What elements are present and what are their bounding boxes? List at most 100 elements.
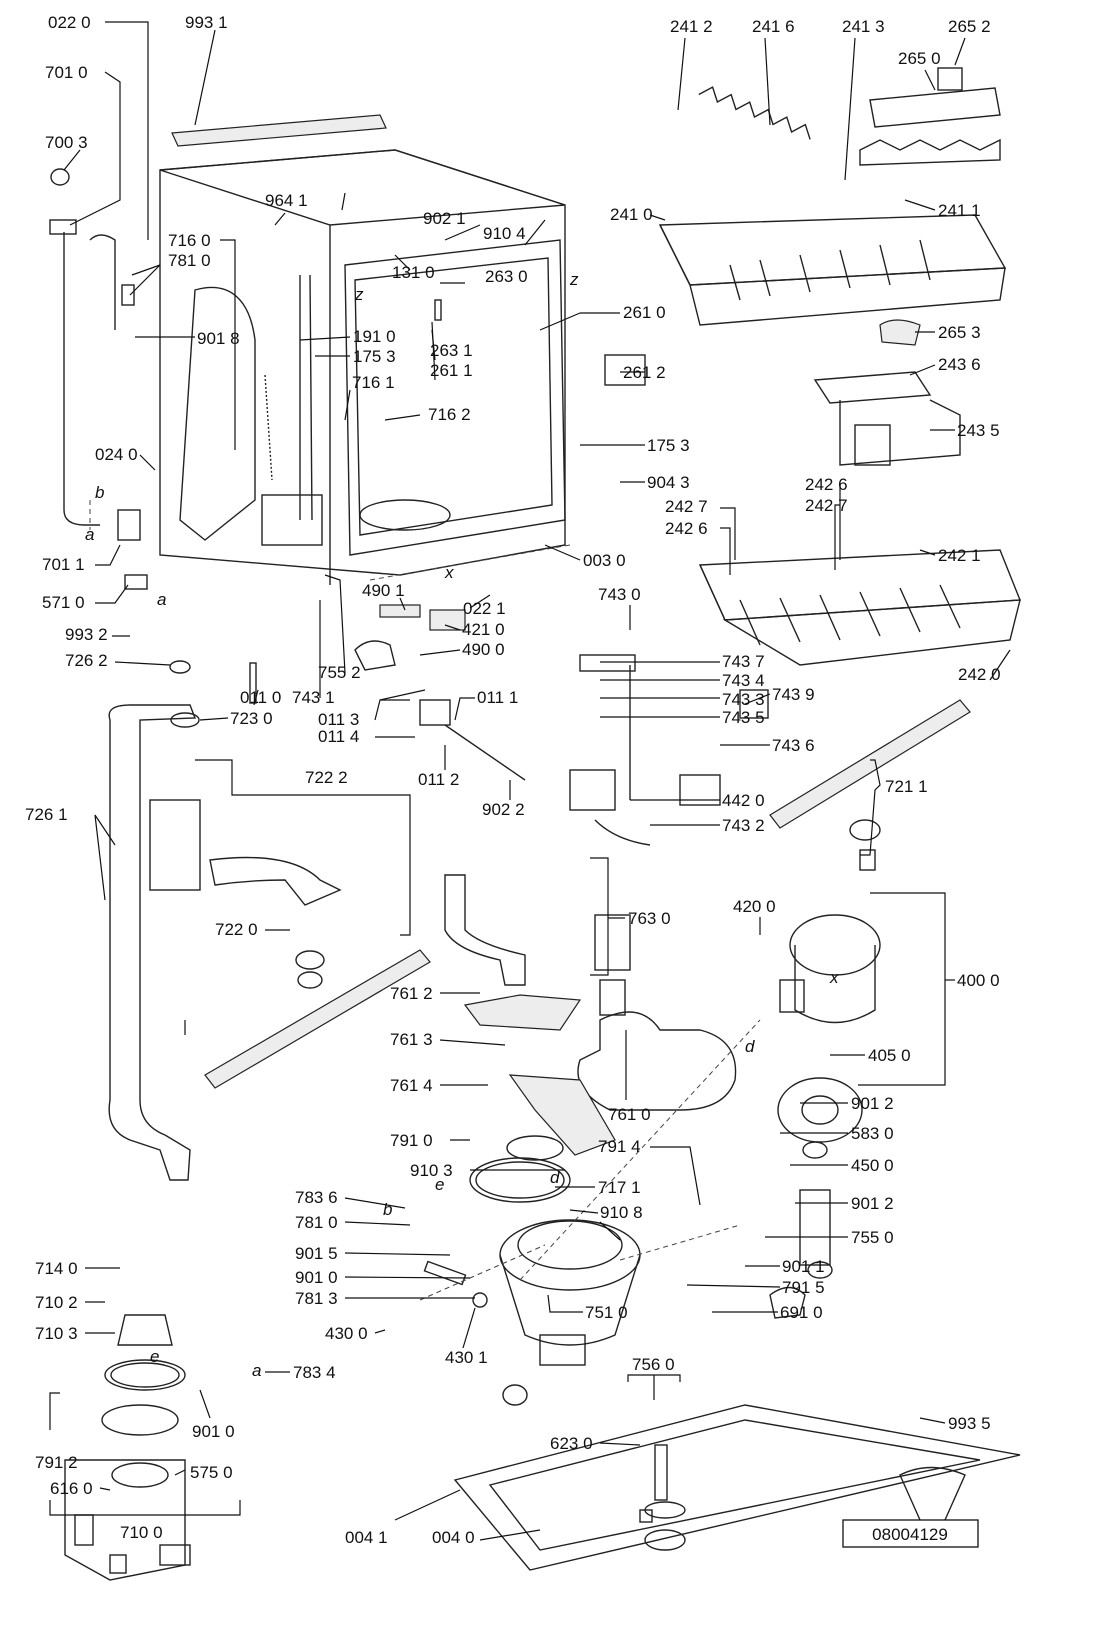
part-label: 490 0: [462, 640, 505, 659]
part-label: 717 1: [598, 1178, 641, 1197]
part-label: 011 0: [240, 688, 281, 707]
part-label: 761 3: [390, 1030, 433, 1049]
part-label: 743 7: [722, 652, 765, 671]
part-label: 791 2: [35, 1453, 78, 1472]
part-label: 175 3: [353, 347, 396, 366]
part-sketches: [49, 67, 1022, 1581]
part-label: 722 0: [215, 920, 258, 939]
part-label: 261 0: [623, 303, 666, 322]
part-label: 442 0: [722, 791, 765, 810]
part-label: 993 1: [185, 13, 228, 32]
part-label: 430 0: [325, 1324, 368, 1343]
part-label: 901 0: [295, 1268, 338, 1287]
part-label: 743 3: [722, 690, 765, 709]
part-label: 910 8: [600, 1203, 643, 1222]
part-label: 243 6: [938, 355, 981, 374]
part-label: 241 6: [752, 17, 795, 36]
part-label: 791 5: [782, 1278, 825, 1297]
part-label: 901 2: [851, 1194, 894, 1213]
supply-pipe: [108, 704, 201, 1181]
part-label: 901 1: [782, 1257, 825, 1276]
part-label: 242 7: [665, 497, 708, 516]
part-label: 751 0: [585, 1303, 628, 1322]
part-label: 743 0: [598, 585, 641, 604]
part-label: 430 1: [445, 1348, 488, 1367]
part-label: 003 0: [583, 551, 626, 570]
part-label: 791 4: [598, 1137, 641, 1156]
part-label: 761 0: [608, 1105, 651, 1124]
marker-letter: a: [157, 590, 166, 609]
part-label: 011 1: [477, 688, 518, 707]
part-label: 714 0: [35, 1259, 78, 1278]
marker-letter: b: [383, 1200, 392, 1219]
part-label: 726 1: [25, 805, 68, 824]
part-label: 710 2: [35, 1293, 78, 1312]
part-label: 022 0: [48, 13, 91, 32]
part-label: 701 1: [42, 555, 85, 574]
part-label: 024 0: [95, 445, 138, 464]
marker-letter: e: [435, 1175, 444, 1194]
part-label: 743 6: [772, 736, 815, 755]
part-label: 781 0: [295, 1213, 338, 1232]
part-label: 243 5: [957, 421, 1000, 440]
part-label: 575 0: [190, 1463, 233, 1482]
drawing-number-frame: [842, 1519, 979, 1548]
marker-letter: d: [550, 1168, 560, 1187]
part-label: 623 0: [550, 1434, 593, 1453]
part-label: 723 0: [230, 709, 273, 728]
part-label: 261 1: [430, 361, 473, 380]
part-label: 743 1: [292, 688, 335, 707]
part-label: 450 0: [851, 1156, 894, 1175]
part-label: 175 3: [647, 436, 690, 455]
part-label: 583 0: [851, 1124, 894, 1143]
part-label: 004 1: [345, 1528, 388, 1547]
part-label: 904 3: [647, 473, 690, 492]
assembly-lines: [89, 500, 761, 1301]
part-label: 716 2: [428, 405, 471, 424]
part-label: 191 0: [353, 327, 396, 346]
part-label: 490 1: [362, 581, 405, 600]
part-label: 781 3: [295, 1289, 338, 1308]
part-label: 993 5: [948, 1414, 991, 1433]
part-label: 993 2: [65, 625, 108, 644]
tub-cabinet: [159, 114, 566, 585]
part-label: 131 0: [392, 263, 435, 282]
part-label: 910 4: [483, 224, 526, 243]
part-label: 242 6: [805, 475, 848, 494]
part-label: 241 1: [938, 201, 981, 220]
salt-container: [64, 1314, 191, 1581]
part-label: 901 0: [192, 1422, 235, 1441]
part-label: 902 2: [482, 800, 525, 819]
part-label: 743 4: [722, 671, 765, 690]
part-label: 261 2: [623, 363, 666, 382]
marker-letter: z: [569, 270, 579, 289]
marker-letter: e: [150, 1347, 159, 1366]
part-label: 405 0: [868, 1046, 911, 1065]
part-label: 756 0: [632, 1355, 675, 1374]
marker-letter: z: [354, 285, 364, 304]
inlet-hoses: [49, 168, 148, 590]
part-label: 241 0: [610, 205, 653, 224]
part-label: 710 3: [35, 1324, 78, 1343]
part-label: 265 0: [898, 49, 941, 68]
part-label: 265 3: [938, 323, 981, 342]
part-label: 242 7: [805, 496, 848, 515]
part-label: 710 0: [120, 1523, 163, 1542]
part-label: 242 0: [958, 665, 1001, 684]
part-label: 761 4: [390, 1076, 433, 1095]
drawing-number-box: 08004129: [842, 1519, 979, 1548]
part-label: 902 1: [423, 209, 466, 228]
part-label: 716 0: [168, 231, 211, 250]
part-label: 964 1: [265, 191, 308, 210]
part-label: 722 2: [305, 768, 348, 787]
part-label: 011 3: [318, 710, 359, 729]
part-label: 743 2: [722, 816, 765, 835]
marker-letter: x: [444, 563, 454, 582]
part-label: 265 2: [948, 17, 991, 36]
marker-letter: a: [85, 525, 94, 544]
part-label: 743 9: [772, 685, 815, 704]
part-label: 783 6: [295, 1188, 338, 1207]
marker-letter: d: [745, 1037, 755, 1056]
spray-arms: [204, 699, 971, 1089]
middle-pipe: [444, 874, 737, 1161]
